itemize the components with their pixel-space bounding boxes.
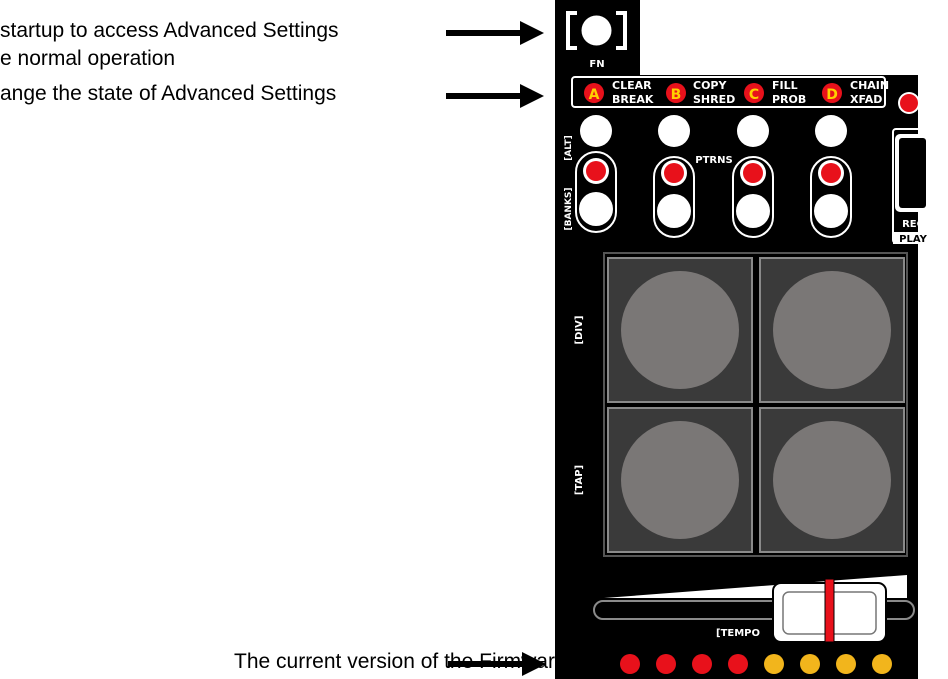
arrow-to-fn — [446, 21, 544, 45]
fn-label: FN — [589, 59, 604, 70]
label-copy: COPY — [693, 79, 727, 92]
pad-top-left[interactable] — [607, 257, 753, 403]
arrow-to-leds — [448, 652, 546, 676]
function-strip — [571, 76, 886, 108]
letter-c: C — [749, 87, 759, 103]
tap-label: [TAP] — [574, 465, 585, 495]
rec-led — [900, 94, 918, 112]
firmware-led-7 — [836, 654, 856, 674]
pad-top-right[interactable] — [759, 257, 905, 403]
firmware-leds — [620, 654, 892, 674]
function-button-d[interactable]: D — [822, 83, 842, 103]
alt-button-2[interactable] — [658, 115, 690, 147]
firmware-led-1 — [620, 654, 640, 674]
letter-a: A — [589, 87, 600, 103]
tempo-slider-handle[interactable] — [772, 578, 887, 643]
function-button-a[interactable]: A — [584, 83, 604, 103]
firmware-led-6 — [800, 654, 820, 674]
pad-bottom-left[interactable] — [607, 407, 753, 553]
arrow-to-abcd — [446, 84, 544, 108]
label-prob: PROB — [772, 93, 806, 106]
pad-bottom-right[interactable] — [759, 407, 905, 553]
firmware-led-4 — [728, 654, 748, 674]
firmware-led-3 — [692, 654, 712, 674]
letter-d: D — [826, 87, 838, 103]
bank-button-4[interactable] — [810, 156, 852, 238]
alt-button-1[interactable] — [580, 115, 612, 147]
label-fill: FILL — [772, 79, 798, 92]
label-clear: CLEAR — [612, 79, 652, 92]
banks-label: [BANKS] — [564, 187, 574, 230]
alt-button-4[interactable] — [815, 115, 847, 147]
length-label: [LENGTH] — [924, 303, 935, 357]
bank-button-3[interactable] — [732, 156, 774, 238]
function-button-c[interactable]: C — [744, 83, 764, 103]
label-chain: CHAIN — [850, 79, 889, 92]
div-label: [DIV] — [574, 316, 585, 345]
annotation-fn-hold: startup to access Advanced Settings — [0, 19, 339, 42]
alt-label: [ALT] — [564, 135, 574, 161]
label-xfad: XFAD — [850, 93, 882, 106]
firmware-led-8 — [872, 654, 892, 674]
rec-label: REC — [902, 219, 924, 230]
fn-button[interactable] — [566, 11, 627, 50]
save-label: [SAVE] — [924, 461, 935, 499]
annotation-fn-normal: e normal operation — [0, 47, 176, 70]
letter-b: B — [671, 87, 682, 103]
label-shred: SHRED — [693, 93, 735, 106]
label-break: BREAK — [612, 93, 654, 106]
tempo-label: [TEMPO — [716, 628, 760, 639]
bank-button-2[interactable] — [653, 156, 695, 238]
annotation-abcd-change: ange the state of Advanced Settings — [0, 82, 337, 105]
play-label: PLAY — [899, 234, 927, 245]
bank-button-1[interactable] — [575, 151, 617, 233]
annotation-firmware: The current version of the Firmware — [234, 650, 567, 673]
pad-grid-frame — [603, 252, 908, 557]
function-button-b[interactable]: B — [666, 83, 686, 103]
firmware-led-5 — [764, 654, 784, 674]
firmware-led-2 — [656, 654, 676, 674]
alt-button-3[interactable] — [737, 115, 769, 147]
ptrns-label: PTRNS — [695, 155, 732, 166]
